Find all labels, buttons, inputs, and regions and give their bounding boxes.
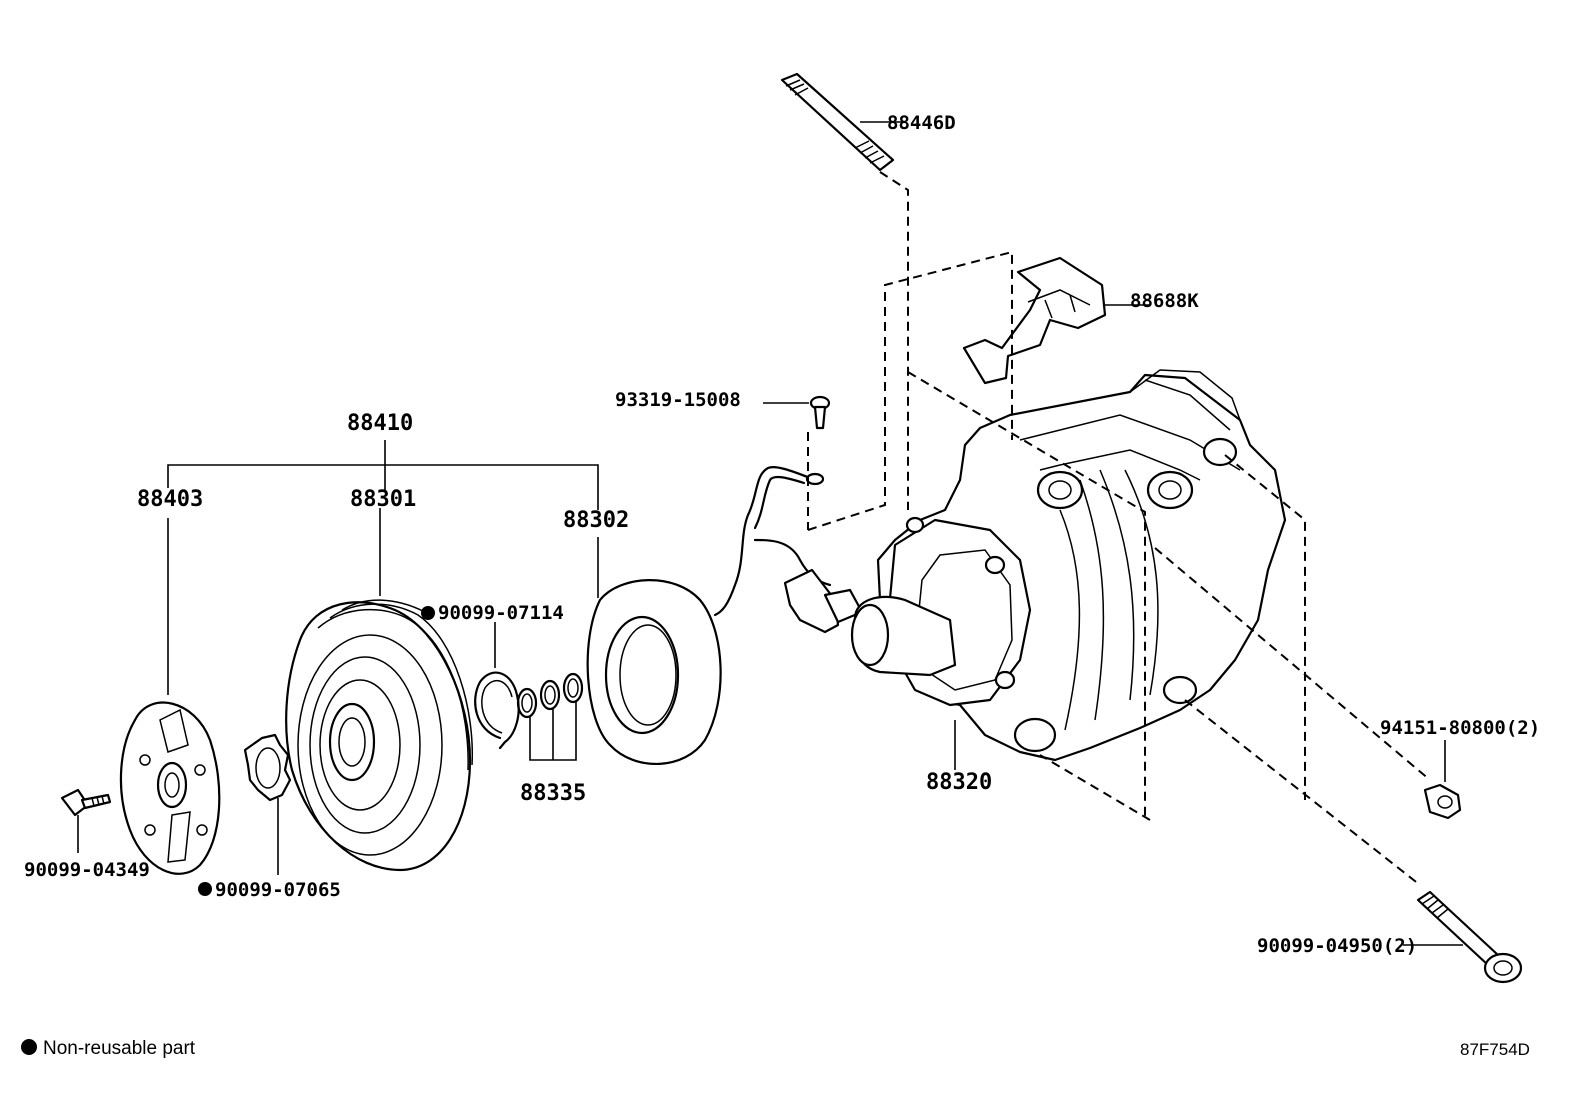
diagram-code: 87F754D (1460, 1040, 1530, 1059)
snap-ring-90099-07114 (474, 622, 520, 750)
bolt-90099-04950 (1403, 890, 1523, 984)
assembly-lines (807, 171, 1431, 886)
label-90099-04950: 90099-04950(2) (1257, 935, 1417, 957)
compressor-88320 (850, 369, 1287, 770)
label-88320: 88320 (926, 770, 992, 795)
label-88410: 88410 (347, 411, 413, 436)
stud-bolt-88446d (780, 72, 905, 172)
label-88446d: 88446D (887, 112, 956, 134)
nonreusable-marker-07065 (198, 882, 212, 896)
bracket-88688k (962, 256, 1150, 385)
label-88688k: 88688K (1130, 290, 1199, 312)
clutch-hub-88403 (119, 518, 221, 875)
screw-93319-15008 (763, 395, 831, 430)
group-bracket-88410 (167, 440, 599, 510)
pulley-88301 (285, 508, 474, 872)
label-94151-80800: 94151-80800(2) (1380, 717, 1540, 739)
shim-90099-07065 (243, 733, 292, 875)
field-coil-88302 (586, 537, 722, 765)
label-90099-04349: 90099-04349 (24, 859, 150, 881)
bolt-90099-04349 (60, 788, 112, 853)
label-90099-07065: 90099-07065 (215, 879, 341, 901)
nonreusable-marker-07114 (421, 606, 435, 620)
label-90099-07114: 90099-07114 (438, 602, 564, 624)
shims-88335 (516, 672, 584, 761)
nut-94151-80800 (1423, 740, 1462, 820)
label-93319-15008: 93319-15008 (615, 389, 741, 411)
label-88301: 88301 (350, 487, 416, 512)
label-88335: 88335 (520, 781, 586, 806)
wire-harness (713, 466, 864, 634)
legend-marker (21, 1039, 37, 1055)
legend-text: Non-reusable part (43, 1038, 196, 1059)
label-88302: 88302 (563, 508, 629, 533)
label-88403: 88403 (137, 487, 203, 512)
